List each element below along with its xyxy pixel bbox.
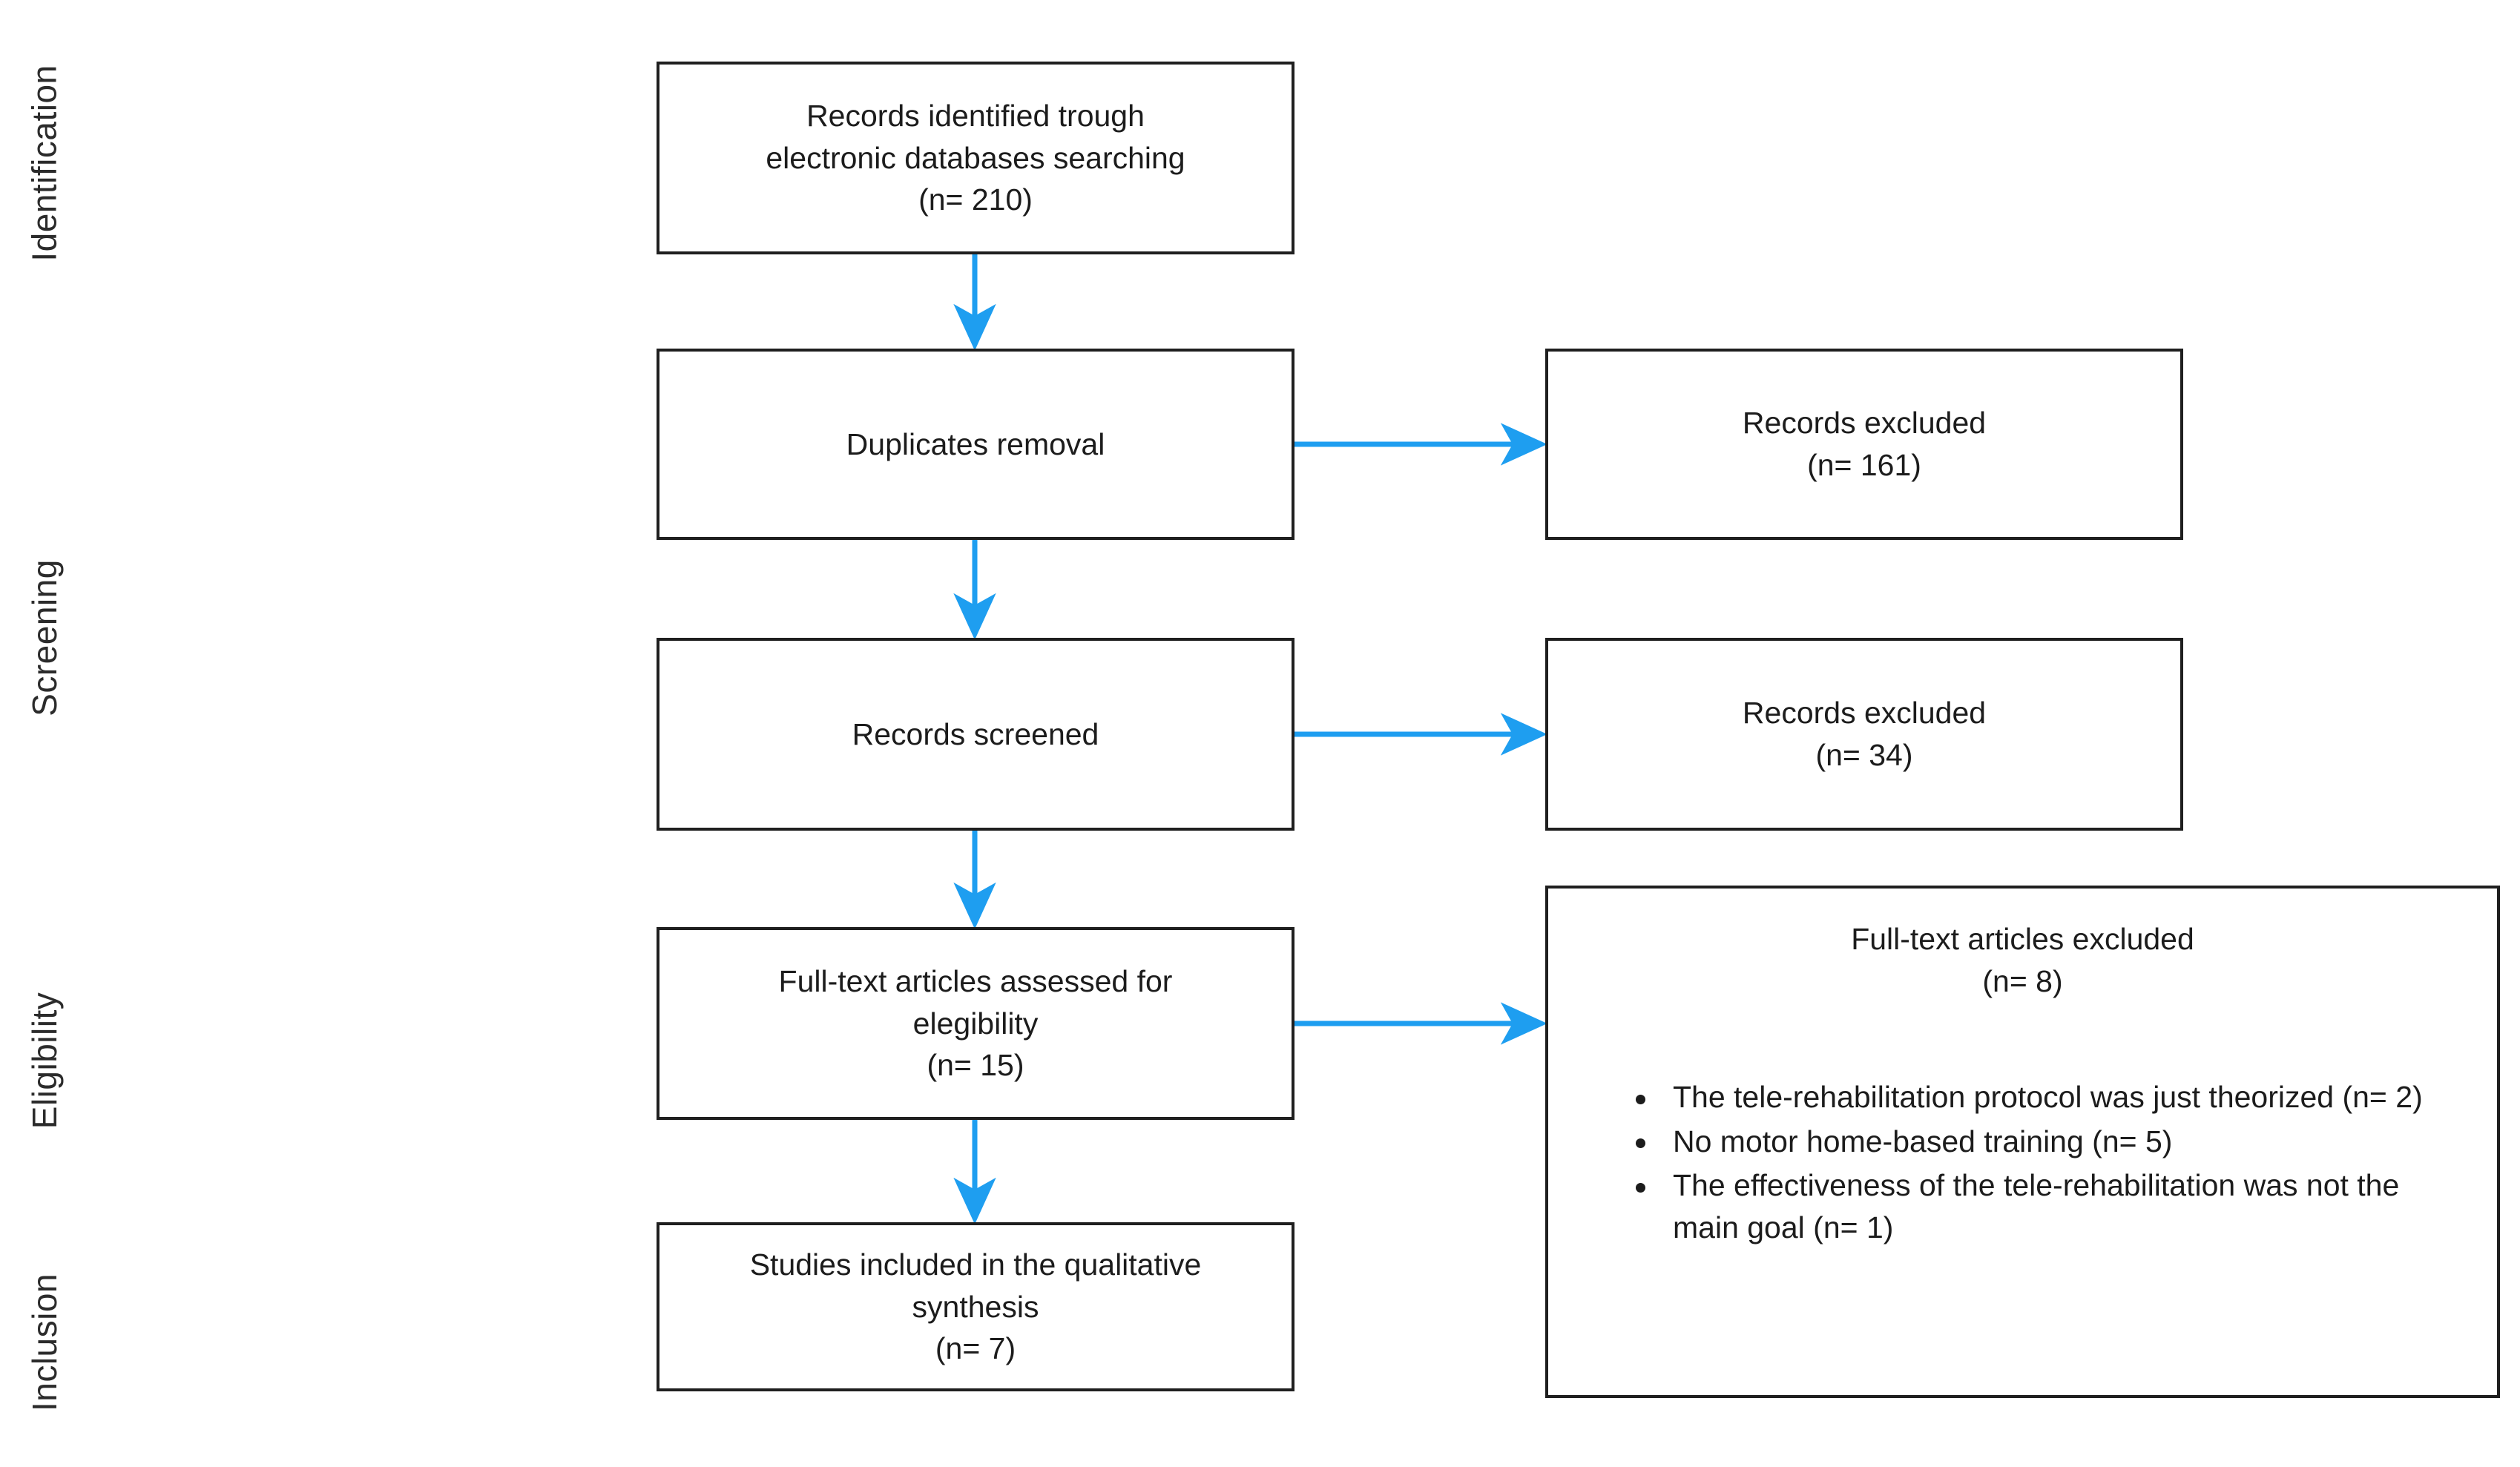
bullet-icon (1636, 1138, 1645, 1149)
stage-label-screening: Screening (0, 415, 89, 860)
box-fulltext-excluded-heading-line-2: (n= 8) (1982, 963, 2063, 998)
box-fulltext-assessed-line-2: elegibility (912, 1006, 1039, 1041)
box-fulltext-assessed-line-1: Full-text articles assessed for (778, 964, 1173, 999)
box-duplicates-removal-line-1: Duplicates removal (846, 426, 1105, 461)
box-studies-included-line-1: Studies included in the qualitative (749, 1247, 1202, 1282)
box-records-excluded-duplicates-line-1: Records excluded (1742, 406, 1987, 441)
exclusion-reason-text: The effectiveness of the tele-rehabilita… (1673, 1167, 2400, 1245)
box-fulltext-excluded: Full-text articles excluded (n= 8) The t… (1545, 886, 2500, 1398)
box-records-screened: Records screened (657, 638, 1294, 831)
box-records-excluded-duplicates-line-2: (n= 161) (1807, 448, 1921, 482)
box-records-identified-line-3: (n= 210) (918, 182, 1033, 217)
stage-label-identification-text: Identification (25, 65, 64, 262)
exclusion-reason-text: No motor home-based training (n= 5) (1673, 1124, 2173, 1158)
box-records-screened-line-1: Records screened (852, 716, 1099, 751)
exclusion-reason-item: The effectiveness of the tele-rehabilita… (1631, 1164, 2469, 1250)
box-records-identified-line-2: electronic databases searching (766, 140, 1185, 175)
stage-label-eligibility-text: Eligibility (25, 992, 65, 1130)
exclusion-reason-item: No motor home-based training (n= 5) (1631, 1121, 2469, 1163)
exclusion-reasons-list: The tele-rehabilitation protocol was jus… (1548, 1076, 2497, 1251)
box-studies-included: Studies included in the qualitative synt… (657, 1222, 1294, 1391)
box-records-excluded-duplicates: Records excluded (n= 161) (1545, 349, 2183, 540)
box-records-identified: Records identified trough electronic dat… (657, 62, 1294, 254)
exclusion-reason-item: The tele-rehabilitation protocol was jus… (1631, 1076, 2469, 1118)
stage-label-screening-text: Screening (25, 559, 65, 716)
box-fulltext-assessed: Full-text articles assessed for elegibil… (657, 927, 1294, 1120)
bullet-icon (1636, 1182, 1645, 1193)
box-records-excluded-screening-line-2: (n= 34) (1815, 738, 1913, 772)
box-records-excluded-screening: Records excluded (n= 34) (1545, 638, 2183, 831)
box-studies-included-line-2: synthesis (912, 1289, 1039, 1324)
box-fulltext-excluded-heading-line-1: Full-text articles excluded (1851, 922, 2194, 956)
box-fulltext-assessed-line-3: (n= 15) (927, 1048, 1024, 1083)
box-records-identified-line-1: Records identified trough (806, 99, 1145, 133)
box-studies-included-line-3: (n= 7) (935, 1331, 1016, 1366)
stage-label-identification: Identification (0, 15, 89, 311)
box-duplicates-removal: Duplicates removal (657, 349, 1294, 540)
exclusion-reason-text: The tele-rehabilitation protocol was jus… (1673, 1080, 2423, 1115)
stage-label-inclusion-text: Inclusion (25, 1273, 64, 1412)
box-records-excluded-screening-line-1: Records excluded (1742, 696, 1987, 731)
box-fulltext-excluded-heading: Full-text articles excluded (n= 8) (1548, 918, 2497, 1002)
stage-label-eligibility: Eligibility (0, 901, 89, 1220)
stage-label-inclusion: Inclusion (0, 1209, 89, 1467)
bullet-icon (1636, 1094, 1645, 1104)
